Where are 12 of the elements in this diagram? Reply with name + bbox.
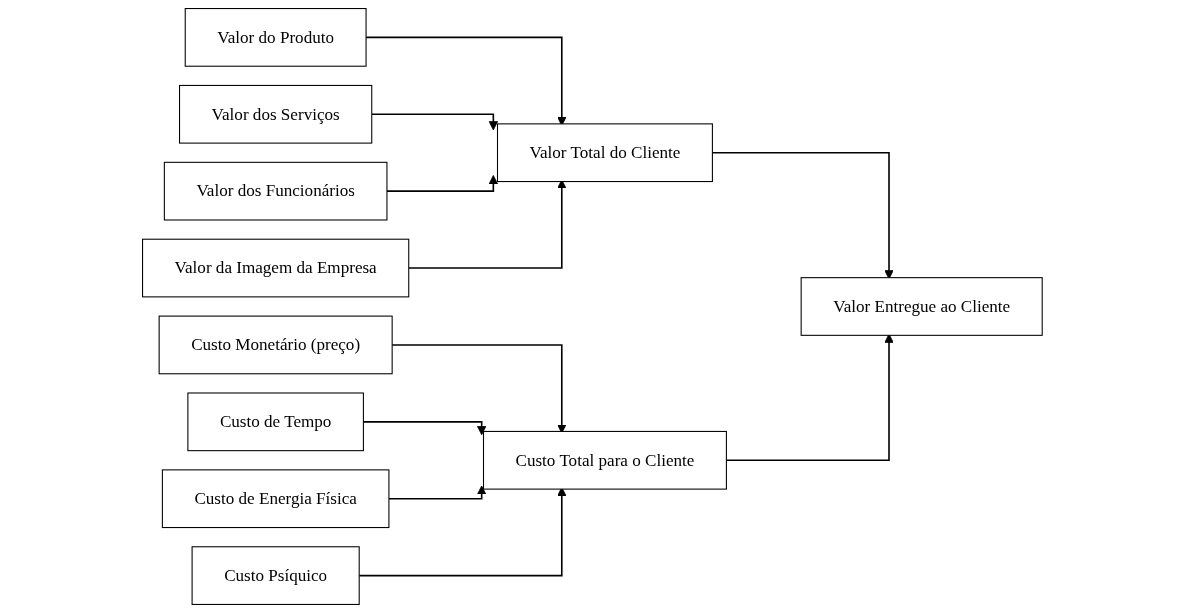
node-box: Valor do Produto [184,8,367,67]
node-box: Valor dos Serviços [178,84,372,144]
node-box: Valor Total do Cliente [496,123,713,183]
arrow [358,486,567,577]
node-box: Custo Monetário (preço) [158,315,393,375]
node-box: Valor da Imagem da Empresa [141,238,409,298]
node-box: Valor dos Funcionários [163,161,388,221]
node-box: Custo Total para o Cliente [482,430,727,490]
node-box: Valor Entregue ao Cliente [800,277,1043,336]
node-box: Custo Psíquico [191,546,360,605]
node-box: Custo de Tempo [186,392,364,452]
node-box: Custo de Energia Física [161,469,390,529]
